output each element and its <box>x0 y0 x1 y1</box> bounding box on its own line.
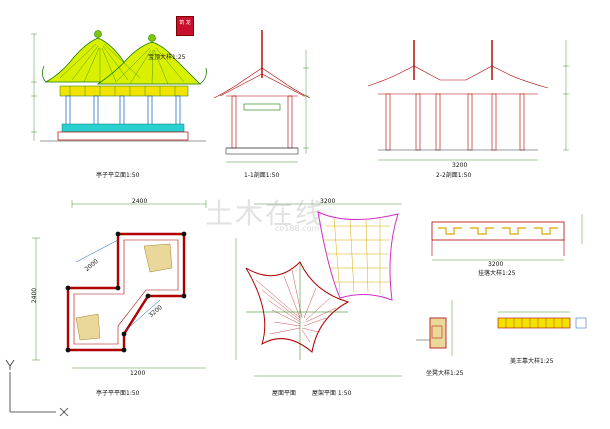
plan-bottom-dimension: 1200 <box>130 370 146 377</box>
bench-detail <box>497 311 587 329</box>
railing-detail-caption: 挂落大样1:25 <box>478 270 516 277</box>
roof-width-dimension: 3200 <box>320 198 336 205</box>
section-1-1 <box>213 30 311 163</box>
section-width-dimension: 3200 <box>452 162 468 169</box>
roof-beam-plan-caption: 屋架平面 1:50 <box>312 390 352 397</box>
section-2-2-caption: 2-2剖面1:50 <box>436 172 472 179</box>
seat-detail <box>416 300 453 356</box>
railing-width-dimension: 3200 <box>488 261 504 268</box>
elevation-caption: 亭子平立面1:50 <box>96 172 140 179</box>
railing-detail <box>431 214 583 261</box>
watermark-text: 土木在线 <box>205 197 326 230</box>
seat-detail-caption: 坐凳大样1:25 <box>426 370 464 377</box>
bench-detail-caption: 美王靠大样1:25 <box>510 358 554 365</box>
section-2-2 <box>367 40 569 161</box>
roof-plan-caption: 屋面平面 <box>272 390 297 397</box>
ridge-detail-caption: 宝顶大样1:25 <box>148 54 186 61</box>
roof-plan <box>235 203 402 377</box>
watermark-url: co188.com <box>275 224 320 233</box>
ucs-axis-icon <box>5 359 69 417</box>
plan-caption: 亭子平平面1:50 <box>96 390 140 397</box>
pavilion-plan <box>32 200 207 369</box>
red-seal-stamp: 筑 龙 <box>176 16 194 36</box>
plan-left-dimension: 2400 <box>31 287 39 304</box>
section-1-1-caption: 1-1剖面1:50 <box>244 172 280 179</box>
pavilion-elevation <box>31 30 207 142</box>
plan-top-dimension: 2400 <box>132 198 148 205</box>
